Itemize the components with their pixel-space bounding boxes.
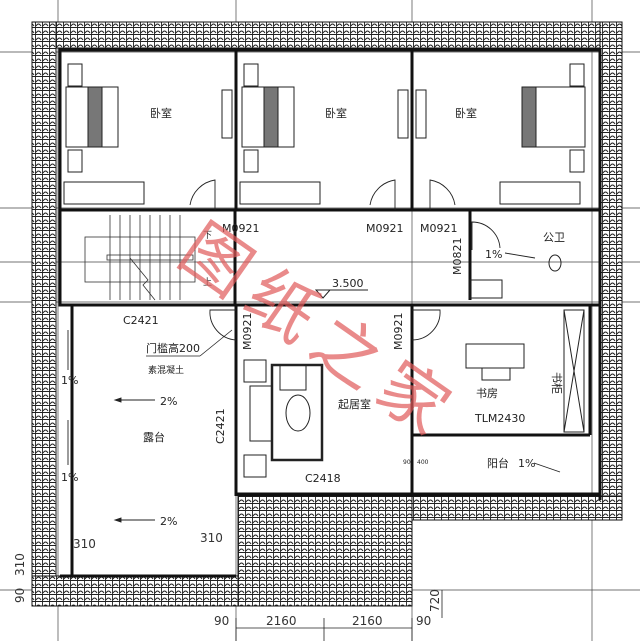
slope-terrace-side-2: 1% (61, 471, 78, 484)
room-label-terrace: 露台 (143, 430, 165, 444)
room-label-public-bath: 公卫 (543, 231, 565, 244)
room-label-bedroom-1: 卧室 (150, 106, 172, 120)
sofa-set-icon (243, 359, 324, 478)
staircase (84, 215, 196, 301)
dim-left-310: 310 (13, 553, 27, 576)
bed-icon (65, 63, 586, 173)
door-code-bed2: M0921 (366, 222, 404, 235)
elevation-marker-icon (314, 289, 368, 299)
room-label-study: 书房 (476, 387, 498, 400)
stair-up-label: 上 (203, 277, 212, 288)
window-code-living: C2418 (305, 472, 341, 485)
door-code-study-sliding: TLM2430 (474, 412, 525, 425)
door-code-bed3: M0921 (420, 222, 458, 235)
door-code-living: M0921 (241, 313, 254, 351)
stair-down-label: 下 (203, 231, 212, 241)
dimension-lines (235, 590, 443, 641)
threshold-note: 门槛高200 (146, 341, 200, 355)
slope-bath: 1% (485, 248, 502, 261)
dim-bottom-90-left: 90 (214, 614, 229, 628)
elevation-label: 3.500 (332, 277, 364, 290)
door-swings (189, 179, 501, 341)
dim-bottom-90-right: 90 (416, 614, 431, 628)
room-label-bedroom-2: 卧室 (325, 106, 347, 120)
room-label-bedroom-3: 卧室 (455, 106, 477, 120)
dim-terrace-310-right: 310 (200, 531, 223, 545)
watermark: 图纸之家 (165, 209, 472, 457)
slope-arrows (67, 252, 561, 523)
walls (58, 48, 602, 578)
room-label-balcony: 阳台 (487, 456, 509, 470)
dim-terrace-310-left: 310 (73, 537, 96, 551)
desk-icon (465, 254, 585, 433)
concrete-note: 素混凝土 (148, 364, 184, 376)
dim-720: 720 (428, 589, 442, 612)
room-label-bookcase: 书柜 (550, 372, 563, 394)
dim-left-90: 90 (13, 588, 27, 603)
roof-tiles (31, 21, 623, 607)
slope-terrace-top: 2% (160, 395, 177, 408)
slope-terrace-bottom: 2% (160, 515, 177, 528)
door-code-stair: M0921 (222, 222, 260, 235)
door-code-bath: M0821 (451, 238, 464, 276)
room-label-living: 起居室 (338, 397, 371, 411)
dim-balcony-400: 400 (417, 459, 429, 466)
window-code-living-side: C2421 (214, 408, 227, 444)
dim-bottom-2160-1: 2160 (266, 614, 297, 628)
wardrobe-icon (63, 89, 581, 205)
window-code-stair: C2421 (123, 314, 159, 327)
dim-balcony-90: 90 (403, 459, 411, 466)
slope-balcony: 1% (518, 457, 535, 470)
door-code-study: M0921 (392, 313, 405, 351)
slope-terrace-side-1: 1% (61, 374, 78, 387)
dim-bottom-2160-2: 2160 (352, 614, 383, 628)
